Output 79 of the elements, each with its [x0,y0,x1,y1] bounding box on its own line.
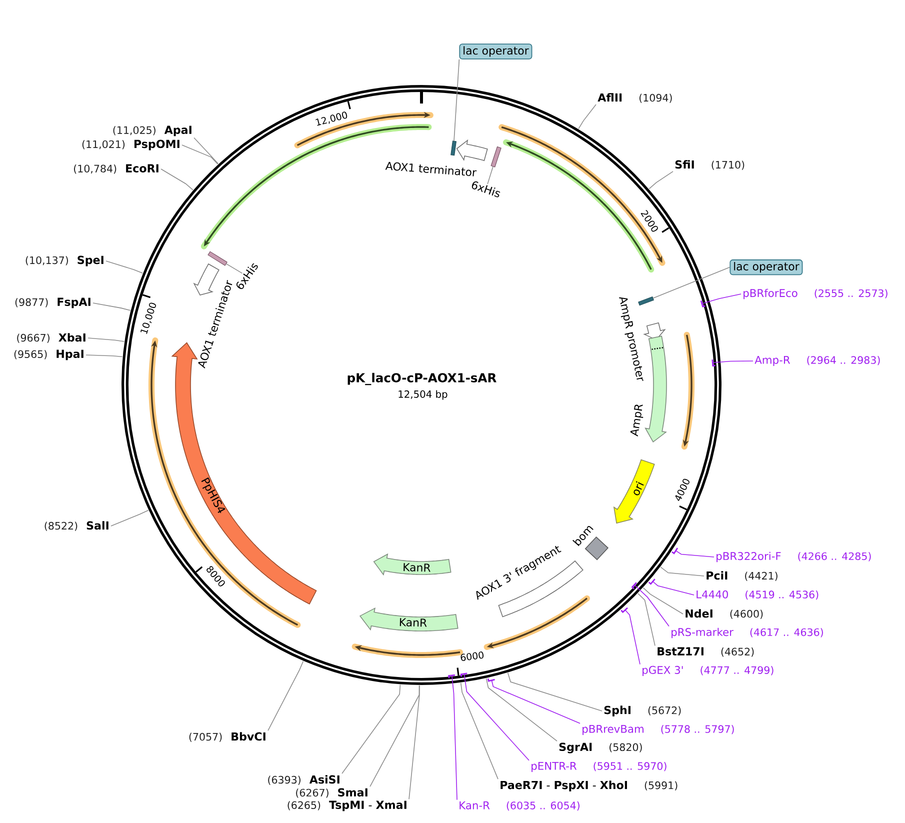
leader-line [487,166,494,184]
primer-label: pENTR-R (5951 .. 5970) [532,762,666,772]
leader-line [268,660,304,731]
primer-label: pGEX 3' (4777 .. 4799) [642,666,774,676]
tick-label: 4000 [675,478,690,502]
site-label: (6265) TspMI - XmaI [288,800,406,812]
leader-line [652,266,730,299]
sequence-length: 12,504 bp [398,390,448,400]
leader-line [624,610,640,665]
site-label: (8522) SalI [44,521,108,531]
primer-label: Kan-R (6035 .. 6054) [460,801,580,811]
site-label: (10,784) EcoRI [74,164,158,174]
callout-label: lac operator [730,259,803,276]
leader-line [370,685,420,787]
site-label: (9565) HpaI [14,350,84,360]
primer-label: pBR322ori-F (4266 .. 4285) [716,552,871,562]
leader-line [712,360,754,364]
leader-line [454,58,460,142]
leader-line [491,680,580,724]
site-label: SgrAI (5820) [559,742,642,754]
site-label: (10,137) SpeI [26,256,104,266]
site-label: PaeR7I - PspXI - XhoI (5991) [500,780,678,792]
feature-label: AOX1 terminator [385,162,477,176]
feature-bar [450,140,456,156]
site-label: SphI (5672) [604,706,681,716]
site-label: NdeI (4600) [686,609,763,619]
feature-label: 6xHis [472,181,500,198]
leader-line [182,144,218,165]
leader-line [578,104,596,130]
tick-label: 12,000 [316,112,348,126]
site-label: (9877) FspAI [15,298,90,308]
site-label: PciI (4421) [706,571,778,581]
tick-label: 6000 [460,652,484,661]
tick-label: 10,000 [140,302,156,334]
site-label: (11,021) PspOMI [82,140,180,150]
site-label: (6393) AsiSI [268,775,340,785]
feature-label: AmpR [630,404,644,436]
primer-label: pBRrevBam (5778 .. 5797) [582,724,734,735]
leader-line [642,587,684,614]
leader-line [460,682,498,780]
leader-line [652,581,694,596]
leader-line [160,168,194,190]
plasmid-name: pK_lacO-cP-AOX1-sAR [348,372,496,386]
feature-bar [208,251,228,266]
site-label: (11,025) ApaI [113,126,192,136]
leader-line [88,338,125,342]
leader-line [194,137,219,164]
leader-line [226,263,243,274]
leader-line [110,510,149,526]
feature-bar [490,146,502,168]
site-label: SfiI (1710) [675,160,744,170]
leader-line [86,354,123,358]
leader-line [106,260,143,274]
leader-line [486,678,558,742]
leader-line [92,302,131,311]
feature-segment: ori [613,459,655,524]
site-label: (6267) SmaI [296,788,368,798]
leader-line [408,685,420,800]
callout-label: lac operator [459,44,532,60]
leader-line [634,584,670,627]
leader-line [451,675,458,800]
primer-label: Amp-R (2964 .. 2983) [754,356,880,366]
feature-segment: KanR [373,553,452,576]
primer-label: pBRforEco (2555 .. 2573) [744,288,888,300]
primer-label: L4440 (4519 .. 4536) [696,590,818,600]
leader-line [342,684,401,774]
leader-line [702,294,742,304]
leader-line [660,566,704,576]
leader-line [507,672,602,712]
leader-line [638,593,656,646]
primer-label: pRS-marker (4617 .. 4636) [672,628,823,638]
site-label: BstZ17I (4652) [658,647,754,657]
site-label: (7057) BbvCI [189,732,266,742]
site-label: (9667) XbaI [17,333,86,343]
site-label: AflII (1094) [598,93,672,103]
feature-segment: KanR [359,607,458,632]
leader-line [675,550,714,558]
leader-line [648,171,674,190]
leader-line [464,673,530,761]
